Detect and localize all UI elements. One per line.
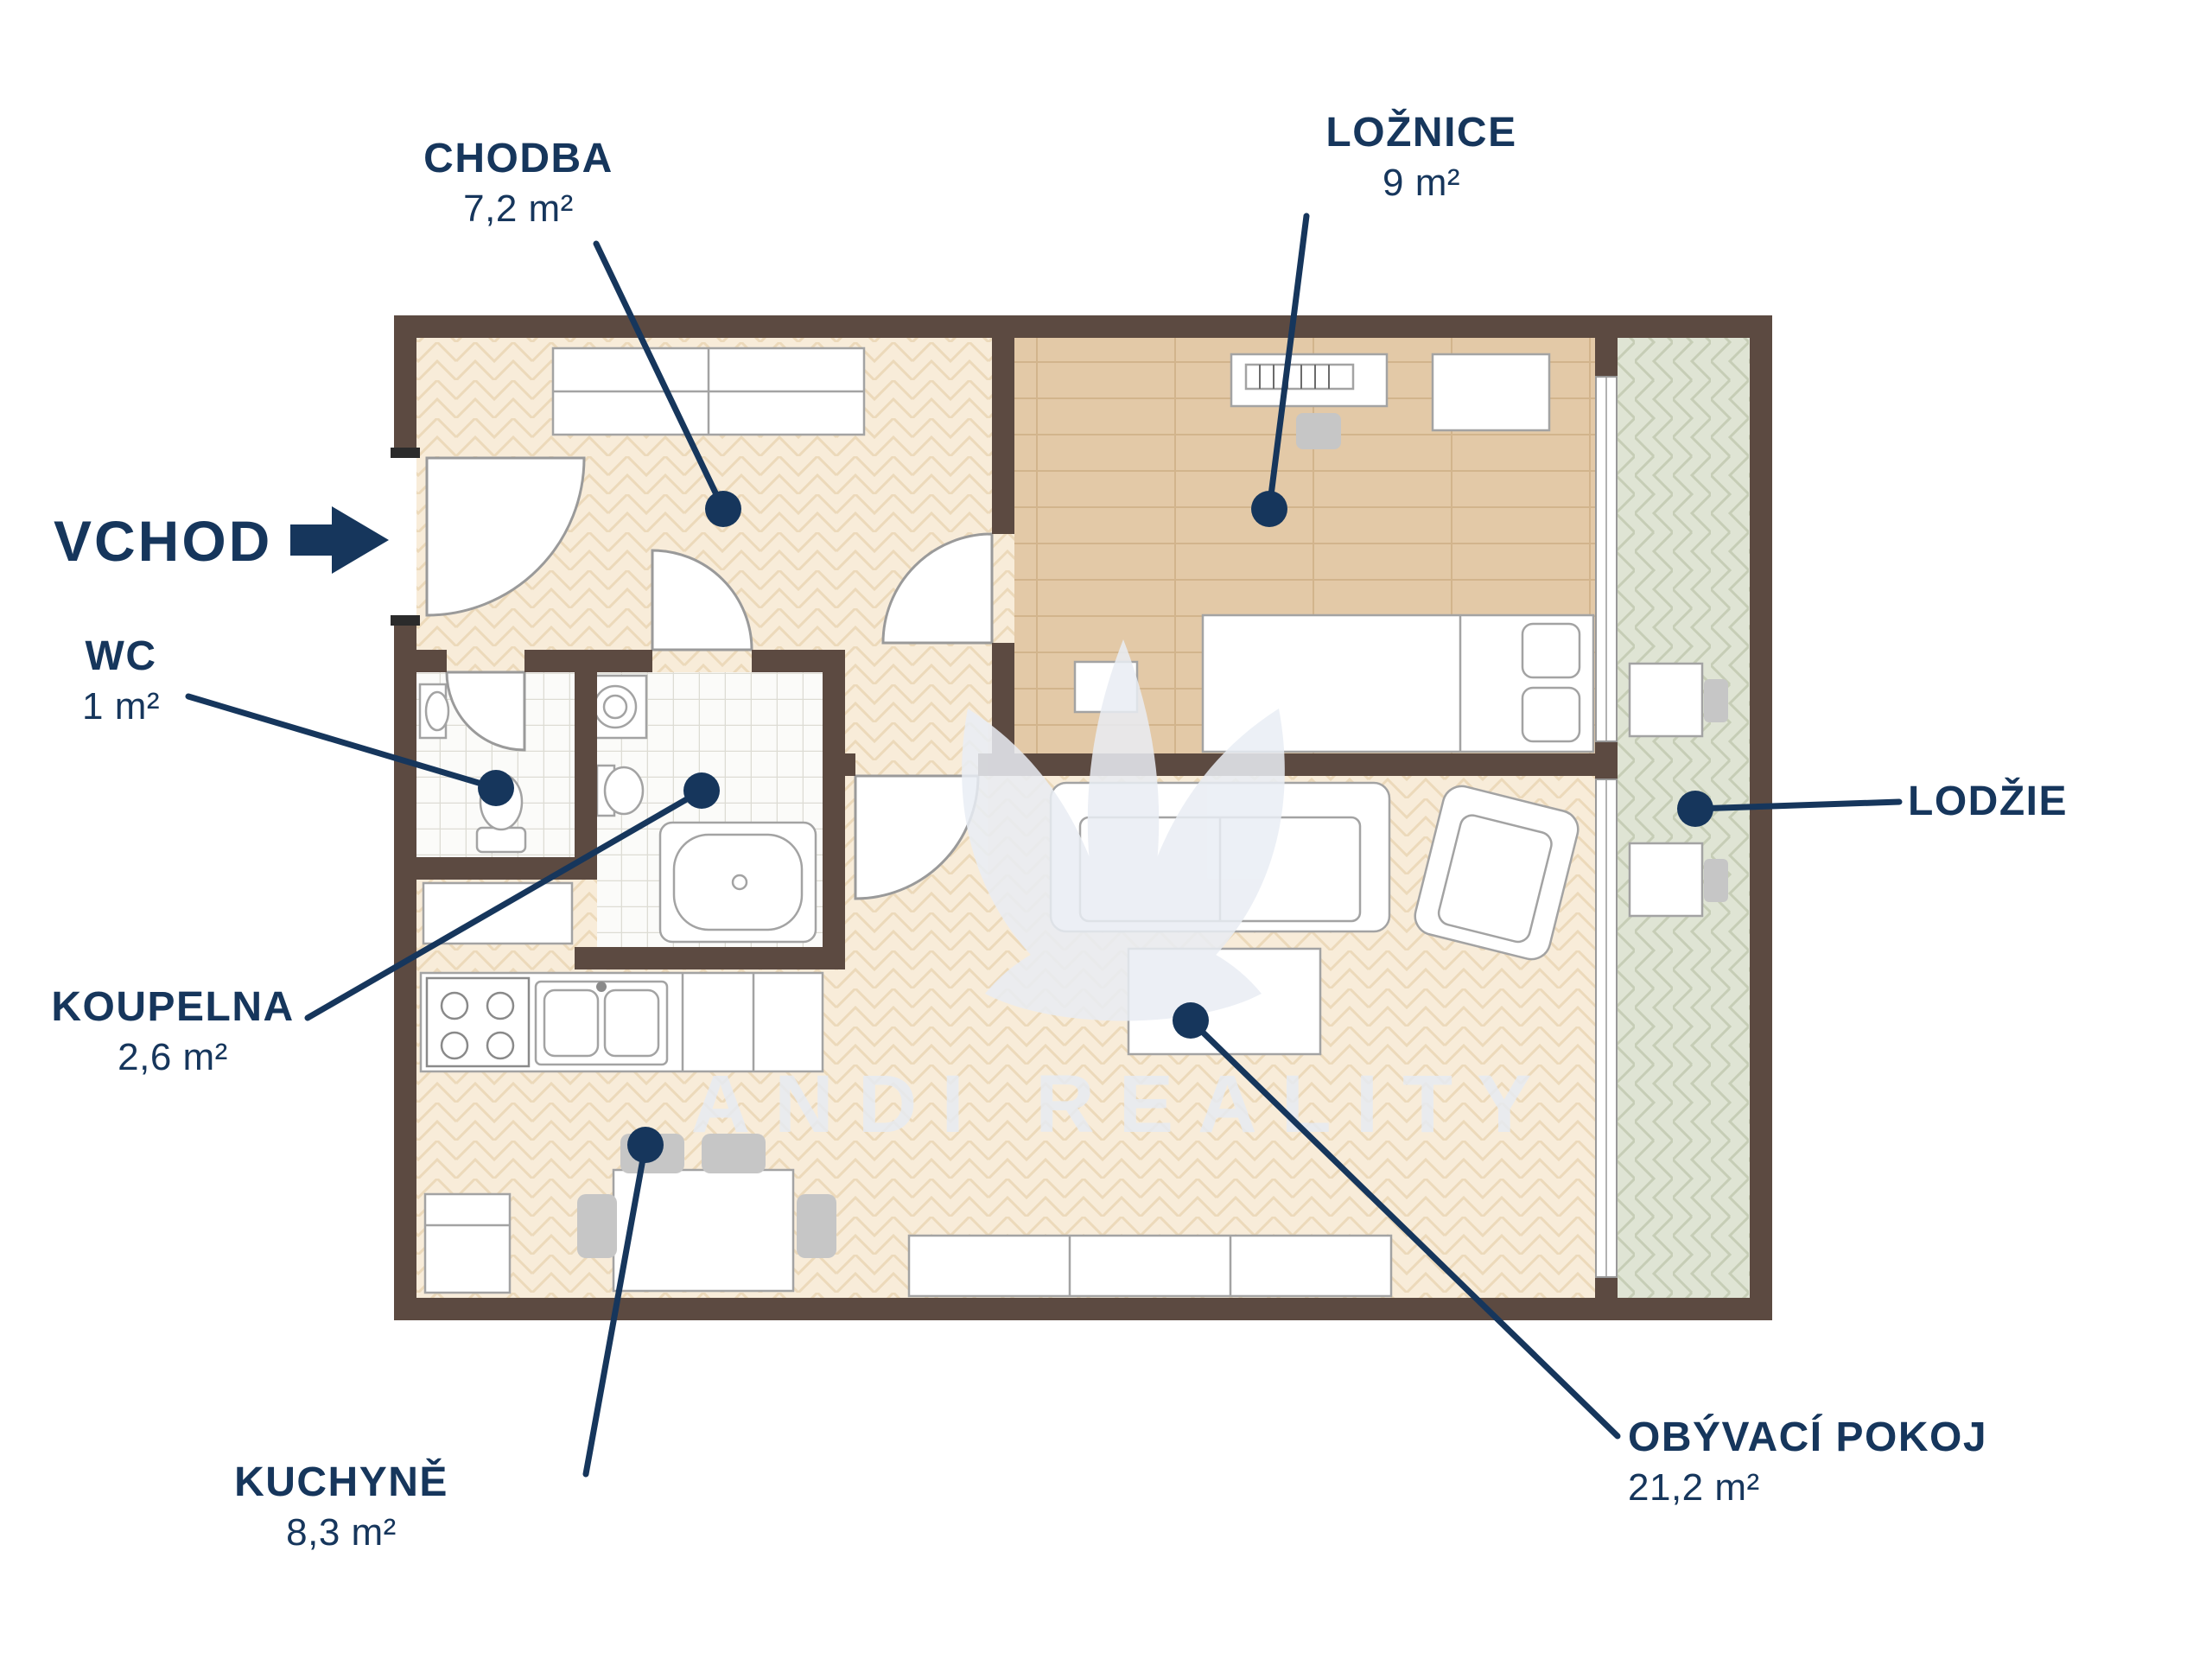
loggia-chair-symbol [1704, 859, 1728, 902]
room-label-loznice: LOŽNICE 9 m² [1325, 110, 1517, 205]
chodba-marker-dot [705, 491, 741, 527]
entry-door-frame [391, 448, 420, 458]
room-markers [478, 491, 1713, 1163]
loggia-table-symbol [1628, 842, 1704, 918]
room-label-obyvaci-pokoj: OBÝVACÍ POKOJ 21,2 m² [1628, 1414, 1988, 1510]
stove-symbol [425, 976, 531, 1068]
armchair-symbol [1414, 785, 1580, 961]
room-label-wc: WC 1 m² [82, 633, 160, 728]
fridge-symbol [423, 1192, 512, 1294]
brand-watermark: ANDI REALITY [691, 639, 1556, 1150]
furniture [418, 346, 1728, 1298]
bathroom-door-swing [651, 549, 753, 652]
sideboard-symbol [907, 1234, 1393, 1298]
bedroom-door-swing [881, 532, 994, 645]
lodzie-marker-dot [1677, 791, 1713, 827]
hall-wardrobe-symbol [551, 346, 866, 436]
wc-sink-symbol [418, 683, 450, 740]
wc-marker-dot [478, 770, 514, 806]
obyvaci-pokoj-marker-dot [1173, 1002, 1209, 1039]
room-label-lodzie: LODŽIE [1908, 779, 2068, 824]
obyvaci-pokoj-leader-line [1187, 1017, 1621, 1440]
lodzie-leader-line [1692, 798, 1903, 812]
desk-symbol [1230, 353, 1389, 408]
loggia-table-symbol [1628, 662, 1704, 738]
kitchen-sink-symbol [534, 980, 669, 1066]
doors [425, 456, 994, 900]
leader-lines [185, 213, 1903, 1478]
dining-table-symbol [612, 1168, 795, 1293]
koupelna-marker-dot [683, 772, 720, 809]
entrance-arrow-icon [290, 506, 389, 574]
entry-door-frame [391, 615, 420, 626]
windows [391, 376, 1618, 1278]
entry-door-swing [425, 456, 586, 617]
wc-leader-line [185, 693, 499, 791]
room-label-kuchyne: KUCHYNĚ 8,3 m² [234, 1459, 448, 1554]
koupelna-leader-line [304, 787, 705, 1021]
wc-door-swing [445, 671, 526, 752]
bathroom-sink-symbol [595, 764, 645, 817]
kitchen-cabinet-symbol [422, 881, 574, 945]
walls [394, 315, 1772, 1320]
room-label-chodba: CHODBA 7,2 m² [423, 136, 613, 231]
desk-chair-symbol [1296, 413, 1341, 449]
loggia-chair-symbol [1704, 679, 1728, 722]
room-label-koupelna: KOUPELNA 2,6 m² [51, 984, 295, 1079]
entrance-label: VCHOD [54, 509, 273, 573]
brand-watermark-text: ANDI REALITY [691, 1058, 1556, 1150]
loznice-leader-line [1266, 213, 1310, 512]
bedroom-wardrobe-symbol [1431, 353, 1551, 432]
kuchyne-leader-line [582, 1141, 649, 1478]
loznice-marker-dot [1251, 491, 1287, 527]
kuchyne-marker-dot [627, 1127, 664, 1163]
chodba-leader-line [593, 240, 727, 512]
bathtub-symbol [658, 821, 817, 944]
